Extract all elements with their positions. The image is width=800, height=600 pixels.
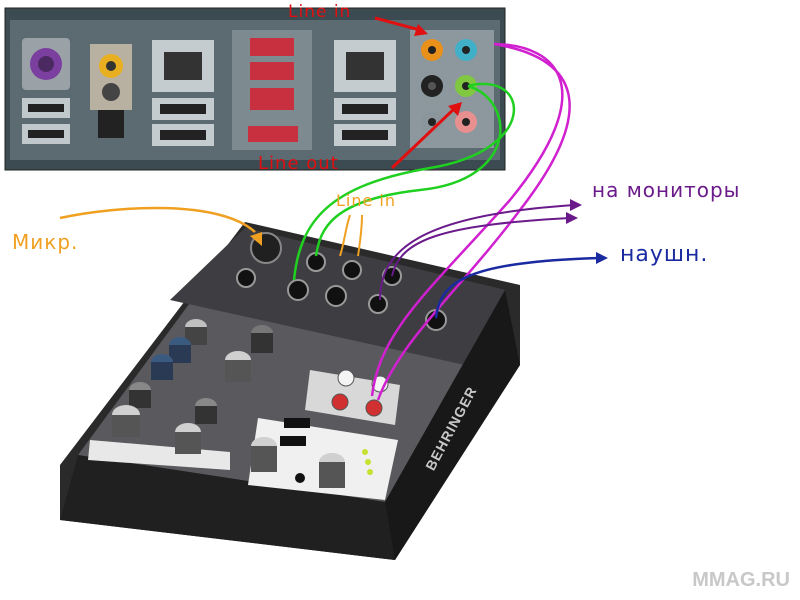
label-headphones: наушн. [620,242,709,267]
audio-jacks [410,30,494,148]
watermark: MMAG.RU [692,569,790,591]
line-out-arrow [390,106,457,170]
lan-port-right [334,40,396,146]
line-in-top-arrow-head [414,24,428,36]
esata-ports [232,30,312,150]
label-monitors: на мониторы [592,178,741,202]
magenta-cable-1 [370,42,564,397]
ps2-port [22,38,70,90]
line-out-arrow-head [448,102,462,116]
audio-mixer [60,222,520,560]
label-line-in-mixer: Line in [336,191,397,210]
line-in-mixer-arrow-1 [339,214,351,257]
label-mic: Микр. [12,230,79,254]
headphones-cable [434,256,601,319]
label-line-out: Line out [258,153,339,174]
green-cable-2 [314,84,502,257]
mic-cable [59,206,256,233]
line-in-mixer-arrow-2 [357,214,363,257]
mixer-knobs [112,319,345,488]
usb-ports-left [22,98,70,144]
monitors-arrow-head-1 [570,199,582,211]
line-in-top-arrow [374,16,421,32]
green-cable-1 [292,82,516,281]
label-line-in-top: Line in [288,2,352,22]
motherboard-io-panel [4,7,506,171]
headphones-arrow-head [596,252,608,264]
monitors-cable-1 [379,204,576,301]
lan-port-left [152,40,214,146]
coaxial-port [90,44,132,138]
monitors-cable-2 [391,217,571,277]
mic-arrow-head [250,232,262,246]
monitors-arrow-head-2 [566,212,578,224]
